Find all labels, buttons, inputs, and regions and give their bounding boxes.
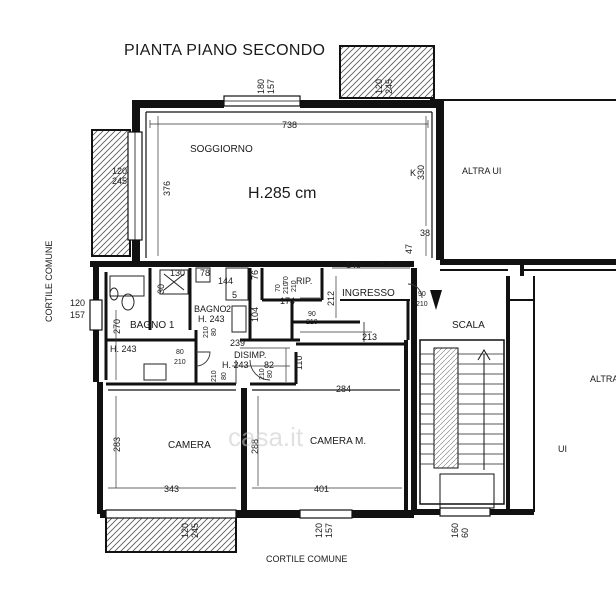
door-b1-a: 80 xyxy=(176,349,184,356)
win-bottom-m-h: 157 xyxy=(324,523,334,538)
dim-288: 288 xyxy=(250,439,260,454)
room-bagno2-height: H. 243 xyxy=(198,314,225,324)
win-bottom-s-h: 60 xyxy=(460,528,470,538)
dim-k: K xyxy=(410,168,416,178)
door-bg2-b: 210 xyxy=(291,280,298,292)
balcony-bottom xyxy=(105,515,237,553)
dim-270: 270 xyxy=(112,319,122,334)
label-altra-ui: ALTRA UI xyxy=(462,166,501,176)
room-bagno2: BAGNO xyxy=(194,304,227,314)
dim-144: 144 xyxy=(218,276,233,286)
room-labels: SOGGIORNO H.285 cm INGRESSO RIP. SCALA B… xyxy=(110,144,485,451)
room-soggiorno: SOGGIORNO xyxy=(190,144,253,155)
win-left-top-h: 245 xyxy=(112,176,127,186)
room-disimp: DISIMP. xyxy=(234,350,266,360)
door-scala-b: 210 xyxy=(416,301,428,308)
bathroom-fixtures xyxy=(109,267,249,381)
dimension-lines xyxy=(108,116,429,489)
win-bottom-m-w: 120 xyxy=(314,523,324,538)
dim-213: 213 xyxy=(362,332,377,342)
door-cm-b: 210 xyxy=(259,368,266,380)
outer-walls xyxy=(90,99,616,518)
dim-283: 283 xyxy=(112,437,122,452)
dim-130: 130 xyxy=(170,268,185,278)
dim-343: 343 xyxy=(164,484,179,494)
room-camera: CAMERA xyxy=(168,440,211,451)
win-bottom-l-w: 120 xyxy=(180,523,190,538)
dim-401: 401 xyxy=(314,484,329,494)
label-cortile-left: CORTILE COMUNE xyxy=(44,241,54,322)
label-ui-right: UI xyxy=(558,444,567,454)
win-left-top-w: 120 xyxy=(112,166,127,176)
dimension-labels: 738 376 330 K 47 38 140 H. 100 212 174 2… xyxy=(112,120,430,494)
room-rip: RIP. xyxy=(296,276,312,286)
win-balc-top-w: 120 xyxy=(374,79,384,94)
dim-30: 30 xyxy=(156,284,166,294)
window-labels: 180 157 120 245 120 245 120 157 120 245 … xyxy=(70,79,470,538)
room-disimp-height: H. 243 xyxy=(222,360,249,370)
door-ca-a: 80 xyxy=(221,372,228,380)
dim-47: 47 xyxy=(404,244,414,254)
door-ing-a: 90 xyxy=(308,311,316,318)
door-ing-b: 210 xyxy=(306,319,318,326)
door-rip-a: 70 xyxy=(275,284,282,292)
dim-38: 38 xyxy=(420,228,430,238)
room-bagno1: BAGNO 1 xyxy=(130,320,175,331)
dim-5: 5 xyxy=(232,290,237,300)
surrounding-labels: ALTRA UI ALTRA UI CORTILE COMUNE CORTILE… xyxy=(44,166,616,564)
dim-376: 376 xyxy=(162,181,172,196)
watermark: casa.it xyxy=(228,422,304,452)
door-scala-a: 90 xyxy=(418,291,426,298)
room-ingresso: INGRESSO xyxy=(342,288,395,299)
room-scala: SCALA xyxy=(452,320,485,331)
height-label: H.285 cm xyxy=(248,185,316,202)
room-bagno2-number: 2 xyxy=(226,304,231,314)
balcony-left xyxy=(91,129,131,257)
balcony-top xyxy=(339,45,435,99)
dim-82: 82 xyxy=(264,360,274,370)
win-top-h: 157 xyxy=(266,79,276,94)
win-top-w: 180 xyxy=(256,79,266,94)
win-left-w: 120 xyxy=(70,298,85,308)
door-labels: 70 210 90 210 90 210 80 210 80 210 80 21… xyxy=(174,276,428,382)
dim-140: 140 xyxy=(346,260,361,270)
dim-78: 78 xyxy=(200,268,210,278)
dim-738: 738 xyxy=(282,120,297,130)
dim-76: 76 xyxy=(250,270,260,280)
win-left-h: 157 xyxy=(70,310,85,320)
dim-174: 174 xyxy=(280,296,295,306)
room-bagno1-height: H. 243 xyxy=(110,344,137,354)
plan-title: PIANTA PIANO SECONDO xyxy=(124,42,326,59)
dim-h100: H. 100 xyxy=(380,262,398,268)
staircase xyxy=(419,339,505,509)
dim-104: 104 xyxy=(250,307,260,322)
dim-110: 110 xyxy=(294,356,304,370)
door-b2-a: 80 xyxy=(211,328,218,336)
door-bg2-a: 70 xyxy=(283,276,290,284)
door-rip-b: 210 xyxy=(283,282,290,294)
door-ca-b: 210 xyxy=(211,370,218,382)
door-b2-b: 210 xyxy=(203,326,210,338)
win-balc-top-h: 245 xyxy=(384,79,394,94)
door-b1-b: 210 xyxy=(174,359,186,366)
door-cm-a: 80 xyxy=(267,370,274,378)
dim-239: 239 xyxy=(230,338,245,348)
dim-212: 212 xyxy=(326,291,336,306)
room-camera-m: CAMERA M. xyxy=(310,436,366,447)
windows xyxy=(89,95,491,519)
label-altra-right: ALTRA xyxy=(590,374,616,384)
win-bottom-s-w: 160 xyxy=(450,523,460,538)
win-bottom-l-h: 245 xyxy=(190,523,200,538)
dim-330: 330 xyxy=(416,165,426,180)
label-cortile-bottom: CORTILE COMUNE xyxy=(266,554,347,564)
stair-arrow-icon xyxy=(430,290,442,310)
dim-284: 284 xyxy=(336,384,351,394)
